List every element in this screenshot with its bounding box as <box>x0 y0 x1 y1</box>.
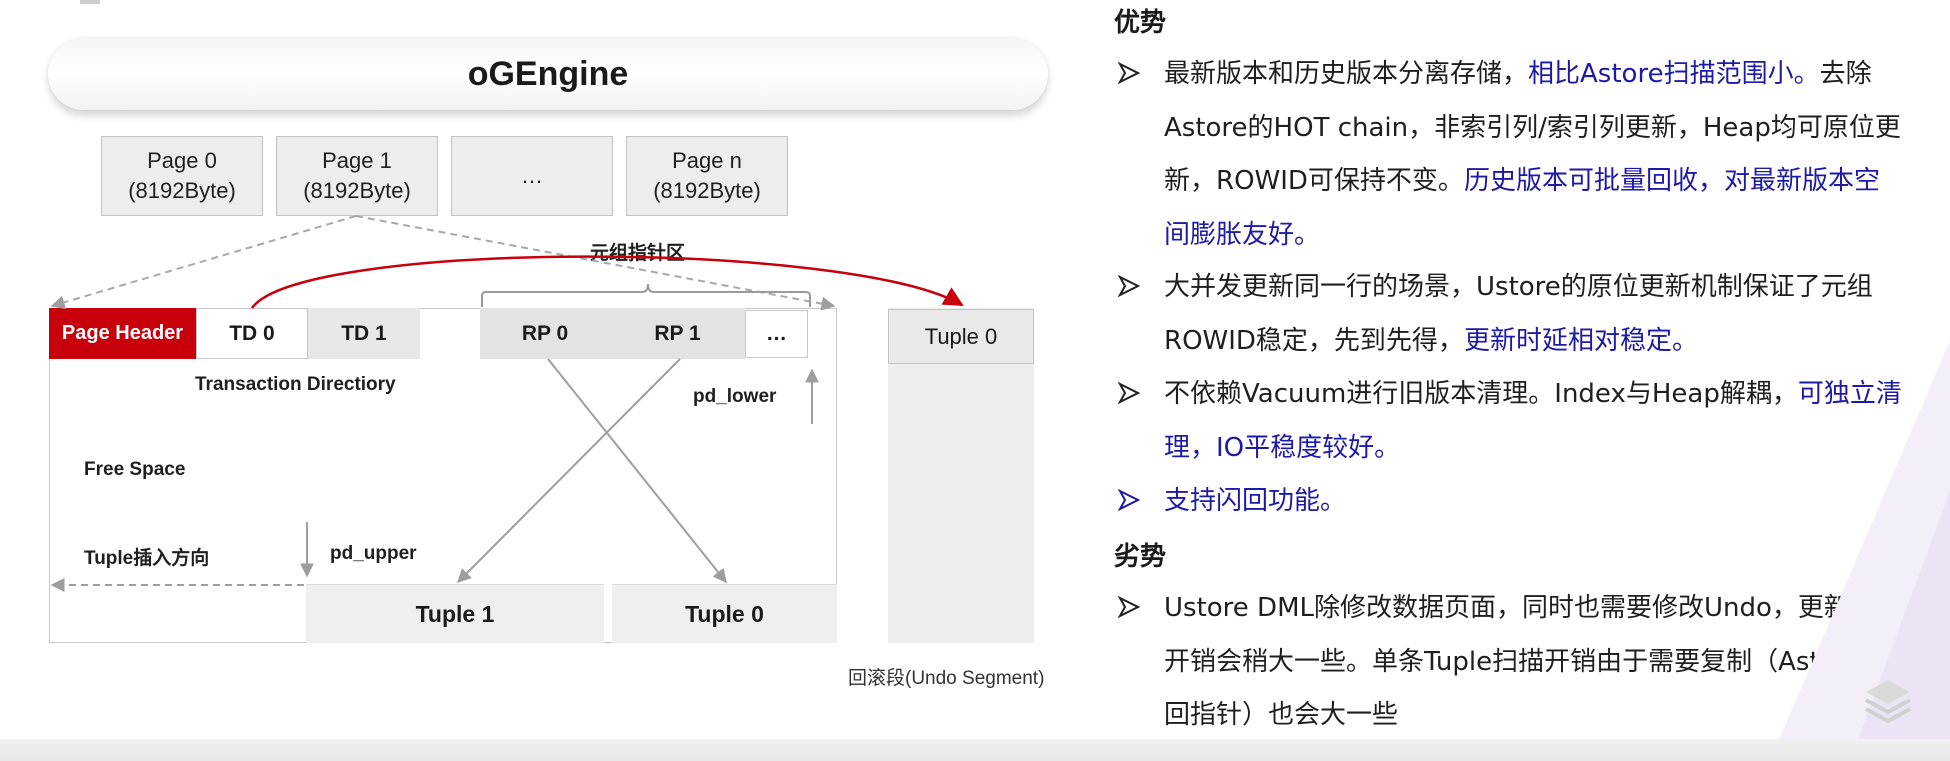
tuple1-cell: Tuple 1 <box>306 584 604 643</box>
top-strip <box>80 0 100 4</box>
arrowhead-bullet-icon <box>1118 62 1140 84</box>
advantage-1-highlight-2: 历史版本可批量回收，对最新版本空间膨胀友好。 <box>1164 166 1880 250</box>
page-header-cell: Page Header <box>49 308 196 359</box>
page-box-0: Page 0 (8192Byte) <box>101 136 263 216</box>
pd-lower-label: pd_lower <box>693 386 777 407</box>
td0-cell: TD 0 <box>196 308 308 359</box>
page-name: Page n <box>672 148 742 173</box>
td0-to-undo-arrow <box>250 255 964 309</box>
disadvantages-heading: 劣势 <box>1114 542 1167 572</box>
free-space-label: Free Space <box>84 459 186 480</box>
rp1-to-tuple1-line <box>457 358 681 583</box>
advantage-1-highlight: 相比Astore扫描范围小。 <box>1528 59 1820 89</box>
page-box-n: Page n (8192Byte) <box>626 136 788 216</box>
undo-segment-label: 回滚段(Undo Segment) <box>848 668 1045 689</box>
advantage-1-text: 最新版本和历史版本分离存储， <box>1164 59 1529 89</box>
advantage-2-text: 大并发更新同一行的场景，Ustore的原位更新机制保证了元组ROWID稳定，先到… <box>1164 272 1873 356</box>
page-name: Page 1 <box>322 148 392 173</box>
stacked-layers-logo-icon <box>1865 680 1911 724</box>
arrowhead-bullet-icon <box>1118 275 1140 297</box>
disadvantage-1-text: Ustore DML除修改数据页面，同时也需要修改Undo，更新操作开销会稍大一… <box>1164 593 1902 730</box>
advantage-3-text: 不依赖Vacuum进行旧版本清理。Index与Heap解耦， <box>1164 379 1798 409</box>
undo-tuple-0: Tuple 0 <box>888 309 1034 364</box>
engine-banner: oGEngine <box>48 38 1048 110</box>
page-box-1: Page 1 (8192Byte) <box>276 136 438 216</box>
advantage-4-highlight: 支持闪回功能。 <box>1164 486 1347 516</box>
tuple-pointer-brace <box>481 283 811 307</box>
bottom-bar <box>0 739 1950 761</box>
arrowhead-bullet-icon <box>1118 596 1140 618</box>
page-size: (8192Byte) <box>303 178 411 203</box>
engine-title: oGEngine <box>467 54 629 93</box>
page-name: Page 0 <box>147 148 217 173</box>
transaction-directory-label: Transaction Directiory <box>195 374 396 395</box>
advantages-heading: 优势 <box>1114 8 1167 38</box>
pd-upper-label: pd_upper <box>330 543 417 564</box>
rp0-to-tuple0-line <box>547 358 727 584</box>
arrowhead-bullet-icon <box>1118 382 1140 404</box>
td1-cell: TD 1 <box>308 308 420 359</box>
zoom-line-right <box>355 215 836 311</box>
advantage-2-highlight: 更新时延相对稳定。 <box>1463 325 1698 356</box>
page-size: (8192Byte) <box>653 178 761 203</box>
rp-more-cell: … <box>745 310 808 358</box>
tuple-insert-direction-label: Tuple插入方向 <box>84 548 210 569</box>
rp0-cell: RP 0 <box>480 308 610 359</box>
rp1-cell: RP 1 <box>610 308 745 359</box>
advantage-1-text-mid: 去除Astore的HOT chain，非索引列/索引列更新，Heap均可原位更新… <box>1164 59 1901 196</box>
page-box-ellipsis: … <box>451 136 613 216</box>
zoom-line-left <box>50 215 357 310</box>
page-name: … <box>521 163 543 188</box>
page-size: (8192Byte) <box>128 178 236 203</box>
tuple0-cell: Tuple 0 <box>612 584 837 643</box>
arrowhead-bullet-icon <box>1118 489 1140 511</box>
